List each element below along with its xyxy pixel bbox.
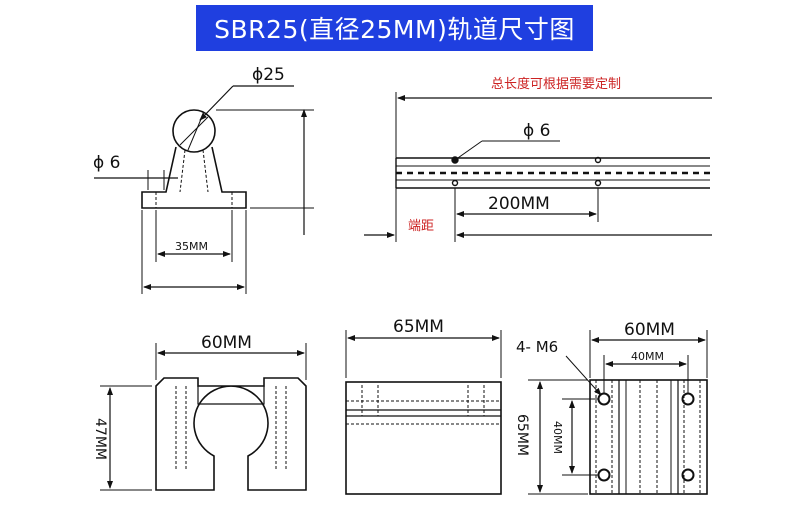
top-hole-spacing-y-label: 40MM: [551, 421, 564, 454]
base-35mm-label: 35MM: [175, 240, 208, 253]
shaft-circle: [172, 109, 216, 153]
block-top-outline: [589, 379, 708, 495]
mount-hole: [597, 392, 611, 406]
block-front-outline: [155, 377, 307, 491]
top-length-label: 65MM: [514, 414, 530, 456]
rail-hole-dia-label: ϕ 6: [523, 121, 550, 141]
top-width-label: 60MM: [624, 320, 675, 340]
front-width-label: 60MM: [201, 333, 252, 353]
rail-side-view: [364, 92, 712, 242]
support-body: [141, 146, 247, 209]
thread-label: 4- M6: [516, 338, 558, 356]
mount-hole: [597, 468, 611, 482]
dia-6-label: ϕ 6: [93, 153, 120, 173]
rail-end-view: [94, 85, 314, 294]
mount-hole: [681, 468, 695, 482]
mount-hole: [681, 392, 695, 406]
front-height-label: 47MM: [92, 418, 108, 460]
block-side-view: [345, 330, 502, 495]
diagram-title: SBR25(直径25MM)轨道尺寸图: [214, 15, 575, 44]
side-length-label: 65MM: [393, 317, 444, 337]
block-side-outline: [345, 381, 502, 495]
title-banner: SBR25(直径25MM)轨道尺寸图: [196, 5, 593, 51]
dia-25-label: ϕ25: [252, 65, 285, 85]
block-front-view: [100, 343, 307, 491]
length-note: 总长度可根据需要定制: [491, 76, 621, 92]
end-distance-label: 端距: [408, 219, 434, 234]
spacing-200mm-label: 200MM: [488, 194, 550, 214]
block-top-view: [528, 330, 708, 495]
top-hole-spacing-x-label: 40MM: [631, 350, 664, 363]
